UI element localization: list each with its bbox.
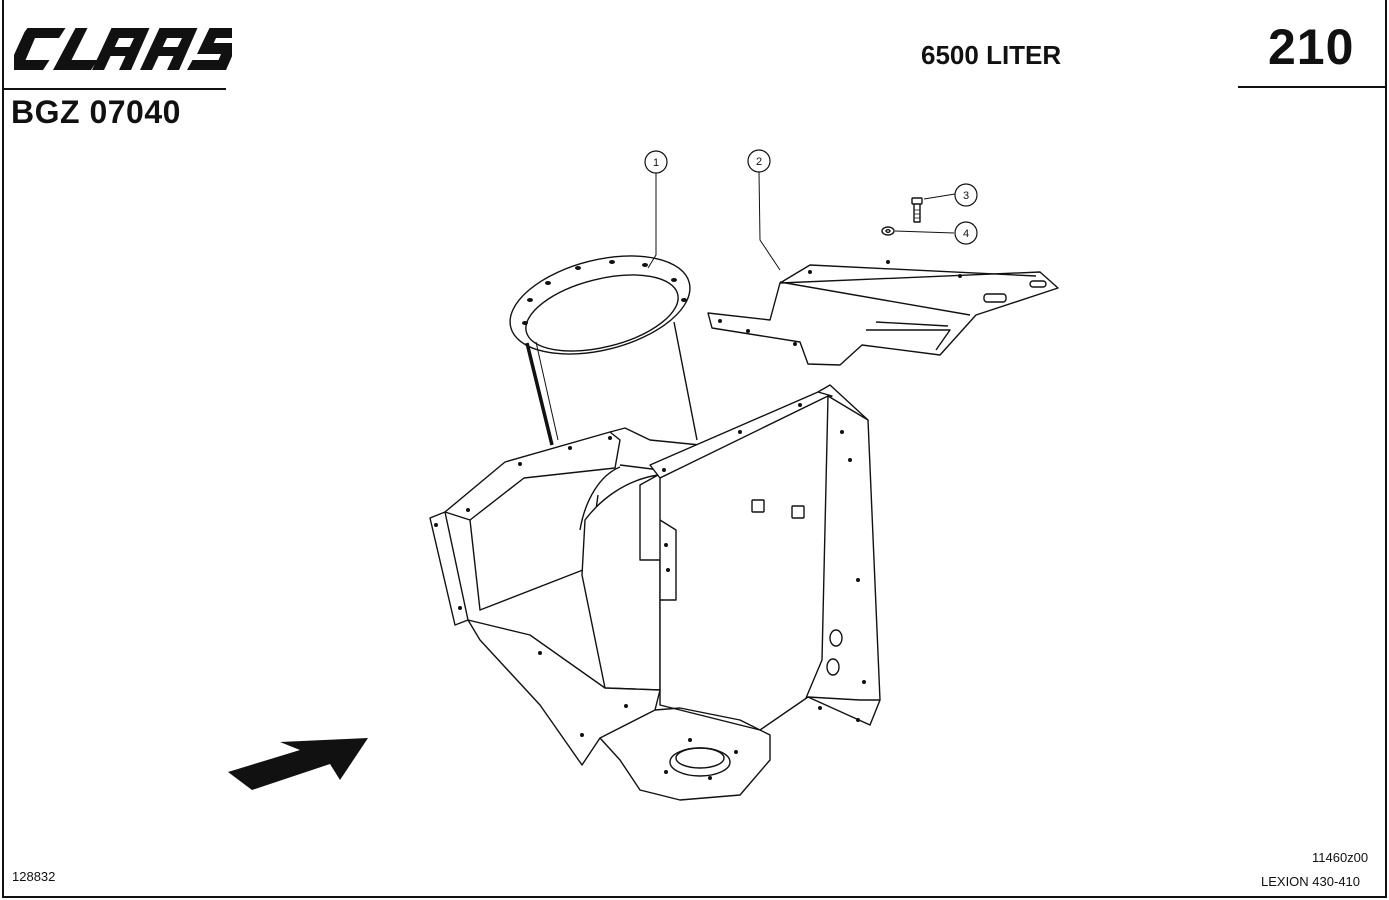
part-3-bolt bbox=[911, 197, 923, 223]
right-border bbox=[1385, 0, 1387, 898]
capacity-label: 6500 LITER bbox=[921, 40, 1062, 70]
callout-2: 2 bbox=[747, 149, 771, 173]
logo-underline bbox=[2, 88, 226, 90]
callout-3-label: 3 bbox=[963, 190, 969, 202]
callout-1: 1 bbox=[644, 150, 668, 174]
callout-3: 3 bbox=[954, 183, 978, 207]
part-2-cover-plate bbox=[707, 260, 1059, 366]
left-border bbox=[2, 0, 4, 898]
callout-4: 4 bbox=[954, 221, 978, 245]
claas-logo bbox=[14, 28, 232, 70]
bottom-border bbox=[2, 896, 1387, 898]
part-4-washer bbox=[881, 226, 895, 236]
callout-2-label: 2 bbox=[756, 156, 762, 168]
footer-model-range: LEXION 430-410 bbox=[1261, 874, 1361, 889]
footer-drawing-ref: 11460z00 bbox=[1312, 850, 1369, 865]
model-code: BGZ 07040 bbox=[11, 94, 181, 130]
page-number: 210 bbox=[1268, 19, 1355, 75]
callout-1-label: 1 bbox=[653, 157, 659, 169]
arrow-right-icon bbox=[228, 738, 368, 790]
callout-4-label: 4 bbox=[963, 228, 969, 240]
footer-left-code: 128832 bbox=[12, 869, 56, 884]
page-number-underline bbox=[1238, 86, 1387, 88]
main-hopper-housing bbox=[429, 384, 881, 801]
part-1-spout-tube bbox=[509, 255, 698, 446]
